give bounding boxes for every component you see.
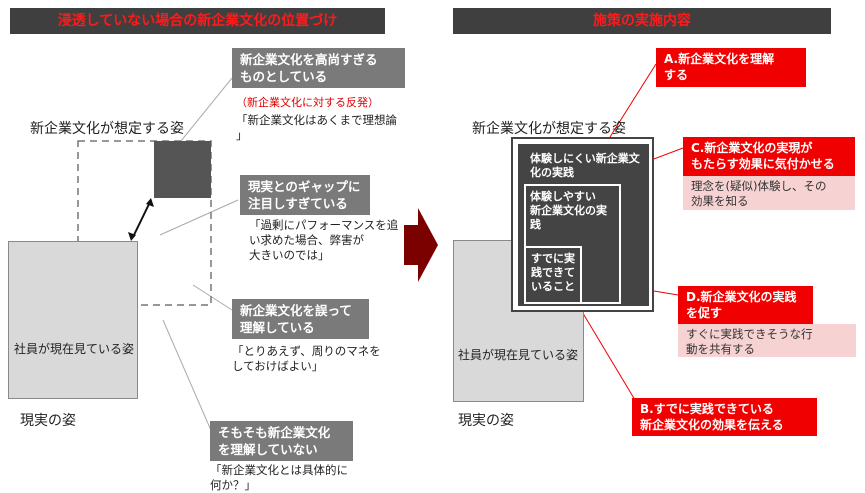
connector-line [574, 299, 636, 401]
ideal-dashed-box [77, 140, 212, 306]
measure-b-box: B.すでに実践できている 新企業文化の効果を伝える [632, 398, 817, 436]
gap-arrow-head-top [146, 198, 154, 207]
ideal-solid-square [154, 141, 211, 198]
easy-practice-box: 体験しやすい 新企業文化の実践 [524, 184, 621, 304]
hard-practice-box: 体験しにくい新企業文 化の実践 [530, 152, 640, 179]
ideal-inner-right [518, 144, 649, 306]
reason-box-2: 現実とのギャップに 注目しすぎている [240, 175, 370, 215]
right-header: 施策の実施内容 [453, 8, 831, 34]
connector-line [609, 63, 657, 138]
connector-line [159, 199, 239, 236]
reality-label-left: 現実の姿 [20, 413, 76, 429]
reason-quote-1: 「新企業文化はあくまで理想論 」 [236, 113, 397, 142]
measure-c-detail: 理念を(疑似)体験し、その 効果を知る [683, 176, 855, 210]
reason-box-1: 新企業文化を高尚すぎる ものとしている [232, 48, 405, 88]
gap-arrow [132, 199, 152, 238]
measure-a-box: A.新企業文化を理解 する [656, 48, 806, 87]
reason-quote-4: 「新企業文化とは具体的に 何か？」 [210, 463, 348, 492]
connector-line [162, 319, 214, 436]
done-practice-box: すでに実 践できて いること [524, 246, 582, 304]
reality-box-left [8, 241, 138, 399]
ideal-label-left: 新企業文化が想定する姿 [30, 121, 184, 137]
reason-quote-2: 「過剰にパフォーマンスを追 い求めた場合、弊害が 大きいのでは」 [249, 218, 399, 262]
measure-c-box: C.新企業文化の実現が もたらす効果に気付かせる [683, 137, 855, 176]
connector-line [192, 284, 233, 311]
reason-box-3: 新企業文化を誤って 理解している [232, 299, 369, 339]
reason-box-4: そもそも新企業文化 を理解していない [210, 421, 353, 461]
measure-d-box: D.新企業文化の実践 を促す [678, 286, 813, 324]
left-header: 浸透していない場合の新企業文化の位置づけ [10, 8, 385, 34]
transition-arrow [404, 208, 438, 282]
staff-label-left: 社員が現在見ている姿 [14, 342, 135, 356]
reason-quote-3: 「とりあえず、周りのマネを しておけばよい」 [232, 344, 381, 373]
ideal-label-right: 新企業文化が想定する姿 [472, 121, 626, 137]
reality-label-right: 現実の姿 [458, 413, 514, 429]
measure-d-detail: すぐに実践できそうな行 動を共有する [678, 324, 856, 357]
reason-subtitle-1: （新企業文化に対する反発） [236, 96, 379, 109]
gap-arrow-head-bottom [128, 232, 136, 241]
staff-label-right: 社員が現在見ている姿 [458, 348, 579, 362]
